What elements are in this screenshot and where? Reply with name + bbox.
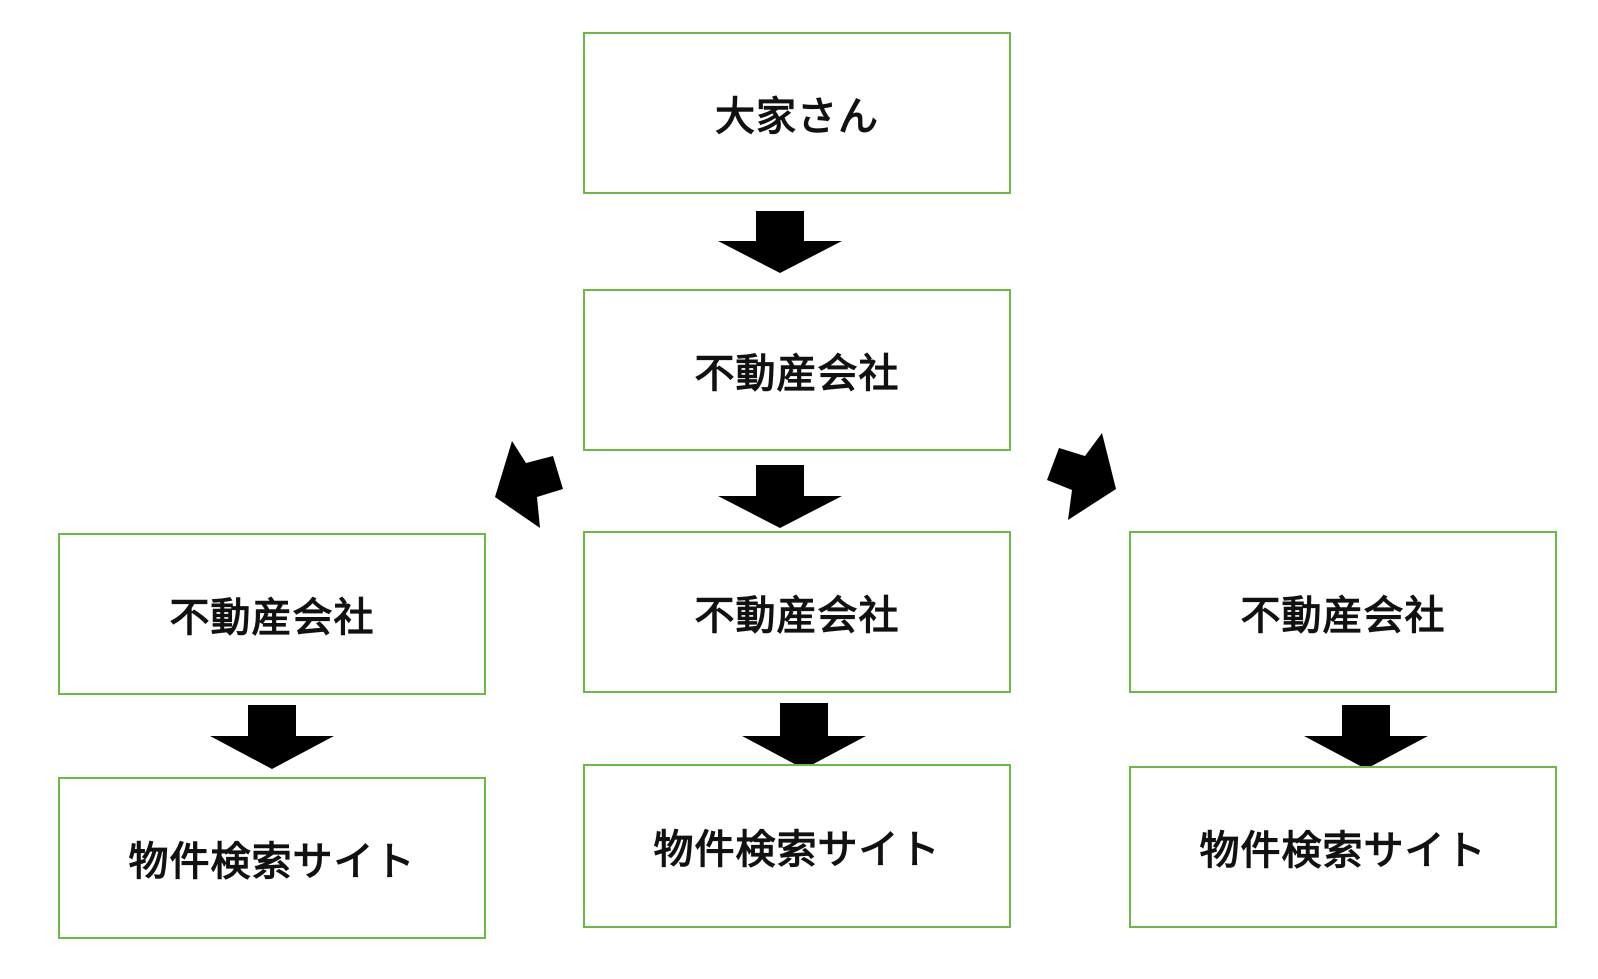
site-center-label: 物件検索サイト [653,827,941,873]
down-left-arrow-icon [495,441,563,528]
landlord-box: 大家さん [583,32,1011,194]
site-right-box: 物件検索サイト [1129,766,1557,928]
down-arrow-icon [742,703,866,769]
agency-left-box: 不動産会社 [58,533,486,695]
agency-center-label: 不動産会社 [694,593,900,639]
site-right-label: 物件検索サイト [1199,828,1487,874]
down-arrow-icon [718,465,842,528]
agency-left-label: 不動産会社 [169,595,375,641]
down-arrow-icon [1304,705,1428,769]
landlord-label: 大家さん [715,94,879,140]
down-right-arrow-icon [1047,433,1116,520]
site-center-box: 物件検索サイト [583,764,1011,928]
agency-right-label: 不動産会社 [1240,593,1446,639]
agency-right-box: 不動産会社 [1129,531,1557,693]
agency-top-label: 不動産会社 [694,351,900,397]
down-arrow-icon [718,211,842,273]
down-arrow-icon [210,705,334,769]
agency-top-box: 不動産会社 [583,289,1011,451]
agency-center-box: 不動産会社 [583,531,1011,693]
site-left-box: 物件検索サイト [58,777,486,939]
site-left-label: 物件検索サイト [128,839,416,885]
